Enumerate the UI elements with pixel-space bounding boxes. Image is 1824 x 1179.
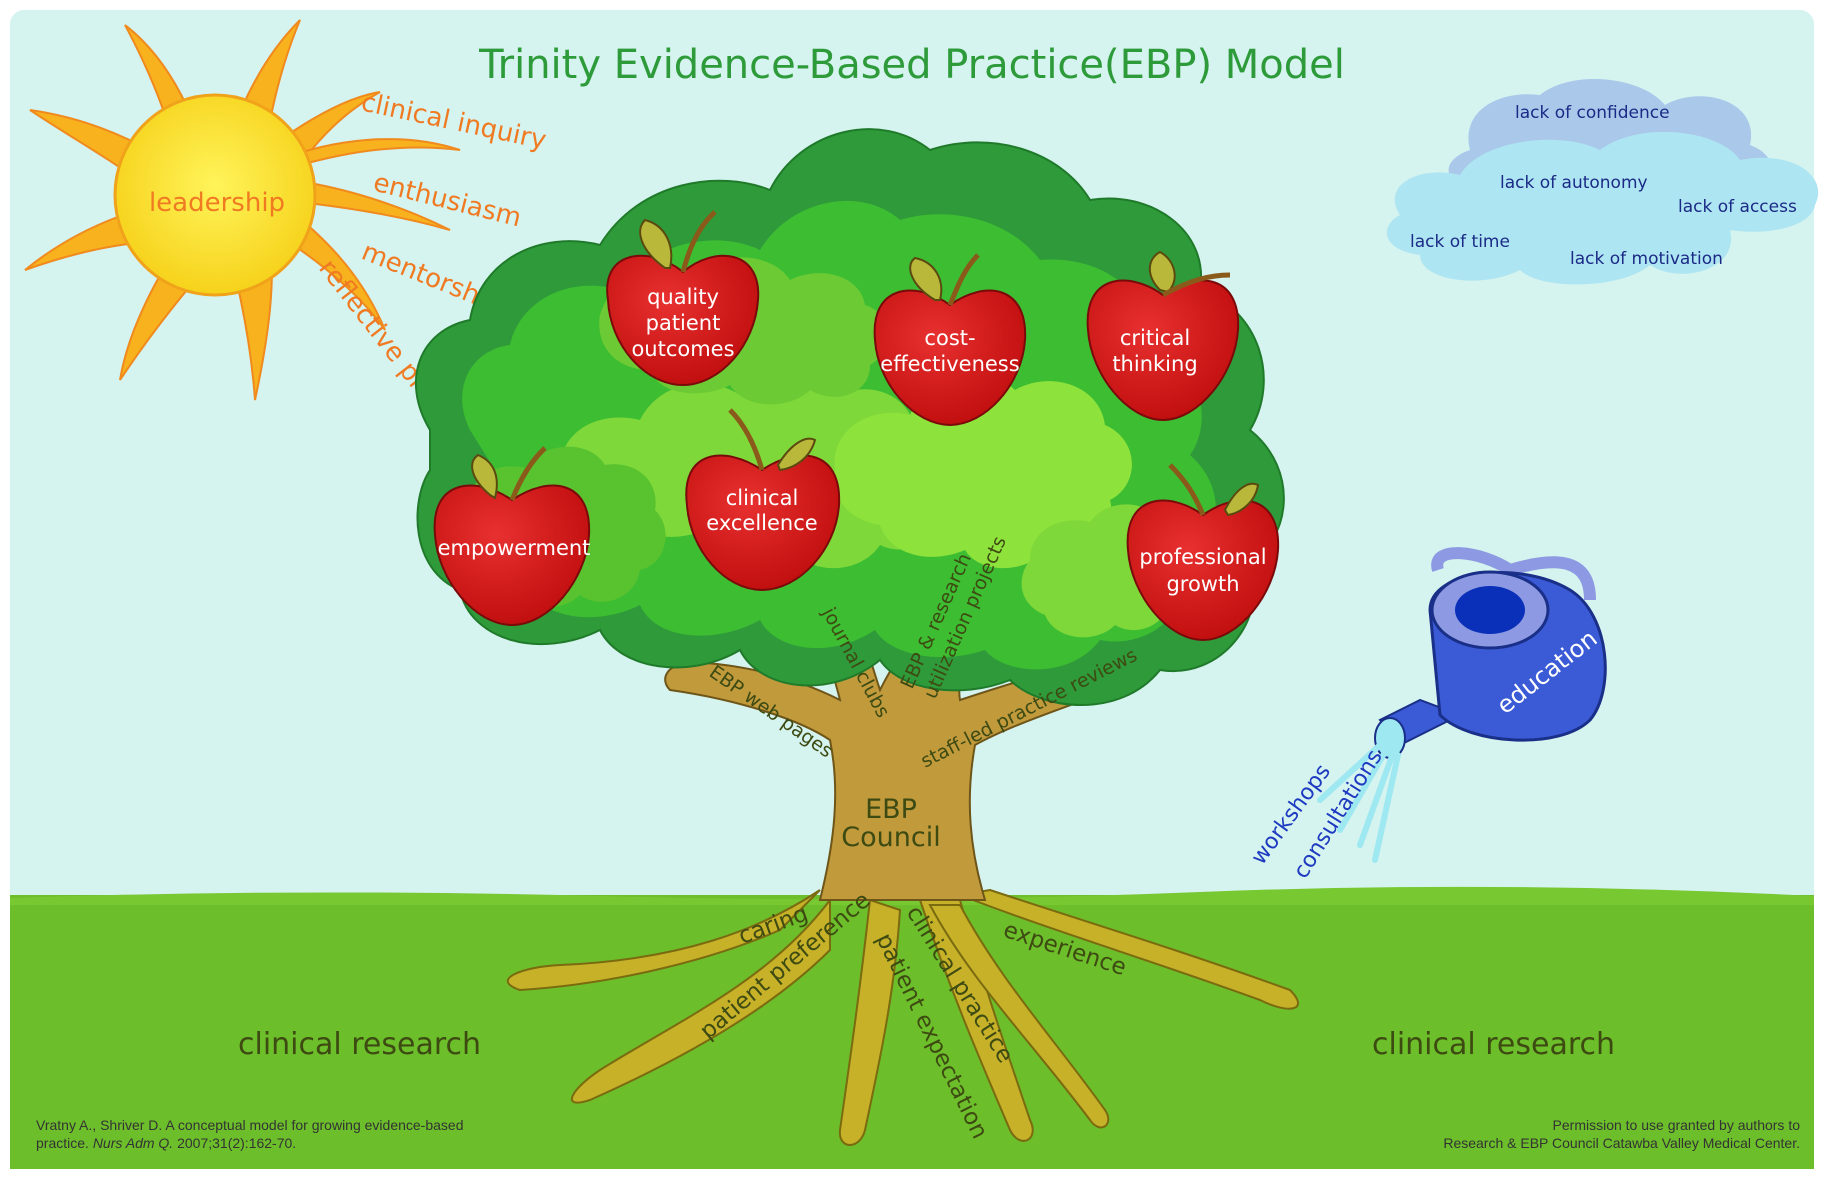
- permission: Permission to use granted by authors to …: [1443, 1117, 1800, 1151]
- leaf-icon: [1148, 250, 1176, 294]
- stem-icon: [947, 253, 980, 306]
- cloud-item: lack of time: [1410, 232, 1510, 252]
- leaf-icon: [471, 453, 498, 500]
- can-opening: [1455, 586, 1525, 634]
- grass: [10, 895, 1814, 1169]
- cloud-item: lack of autonomy: [1500, 173, 1648, 193]
- apple-body: [1086, 279, 1240, 422]
- citation-line1: Vratny A., Shriver D. A conceptual model…: [36, 1117, 464, 1133]
- apple-body: [685, 454, 841, 592]
- apple-label-line: outcomes: [631, 337, 734, 361]
- apple-professional-growth: professional growth: [1126, 463, 1280, 642]
- apple-label-line: professional: [1139, 545, 1266, 569]
- grass-edge: [10, 886, 1814, 905]
- stem-icon: [1161, 272, 1231, 298]
- apple-label-line: patient: [646, 311, 721, 335]
- stem-icon: [728, 408, 765, 471]
- leaf-icon: [909, 256, 943, 301]
- apple-body: [433, 484, 591, 627]
- apple-label-line: excellence: [706, 511, 817, 535]
- cloud-item: lack of motivation: [1570, 249, 1723, 269]
- permission-line2: Research & EBP Council Catawba Valley Me…: [1443, 1135, 1800, 1151]
- stem-icon: [1168, 463, 1206, 516]
- apple-label-line: thinking: [1112, 352, 1197, 376]
- apple-label-line: cost-: [924, 326, 975, 350]
- roots: [506, 888, 1299, 1146]
- apple-critical-thinking: critical thinking: [1086, 250, 1240, 422]
- cloud-item: lack of access: [1678, 197, 1797, 217]
- apple-label-line: effectiveness: [880, 352, 1019, 376]
- cloud-front: [1386, 131, 1819, 285]
- apple-label-line: critical: [1120, 326, 1190, 350]
- apple-body: [1126, 499, 1280, 642]
- foliage-light-2: [834, 375, 1132, 569]
- spout-rose: [1374, 717, 1406, 759]
- water-spray: [1317, 742, 1401, 863]
- sun-disc: [113, 93, 317, 297]
- citation-line2: practice. Nurs Adm Q. 2007;31(2):162-70.: [36, 1135, 296, 1151]
- leaf-icon: [776, 437, 817, 472]
- apple-cost-effectiveness: cost- effectiveness: [873, 253, 1027, 427]
- can-handle: [1431, 547, 1596, 601]
- apple-label-line: quality: [647, 285, 719, 309]
- ground-label-right: clinical research: [1372, 1027, 1615, 1062]
- apple-clinical-excellence: clinical excellence: [685, 408, 841, 592]
- stem-icon: [680, 210, 717, 273]
- apple-body: [873, 289, 1027, 427]
- trunk-label-line1: EBP: [865, 794, 917, 825]
- ground-label-left: clinical research: [238, 1027, 481, 1062]
- citation: Vratny A., Shriver D. A conceptual model…: [36, 1117, 464, 1151]
- apple-label-line: growth: [1166, 572, 1239, 596]
- apple-empowerment: empowerment: [433, 446, 591, 627]
- cloud: lack of confidence lack of autonomy lack…: [1386, 78, 1819, 285]
- apple-quality-patient-outcomes: quality patient outcomes: [606, 210, 760, 387]
- apple-label-line: clinical: [726, 486, 799, 510]
- sun-center-label: leadership: [149, 188, 285, 218]
- apple-label-line: empowerment: [438, 536, 591, 560]
- cloud-item: lack of confidence: [1515, 103, 1670, 123]
- leaf-icon: [639, 218, 673, 269]
- permission-line1: Permission to use granted by authors to: [1553, 1117, 1801, 1133]
- diagram-title: Trinity Evidence-Based Practice(EBP) Mod…: [478, 42, 1345, 88]
- citation-journal: Nurs Adm Q.: [93, 1135, 173, 1151]
- apple-body: [606, 254, 760, 387]
- citation-suffix: 2007;31(2):162-70.: [173, 1135, 296, 1151]
- trunk-label-line2: Council: [841, 822, 940, 853]
- stem-icon: [509, 446, 547, 501]
- citation-prefix: practice.: [36, 1135, 93, 1151]
- leaf-icon: [1223, 482, 1260, 517]
